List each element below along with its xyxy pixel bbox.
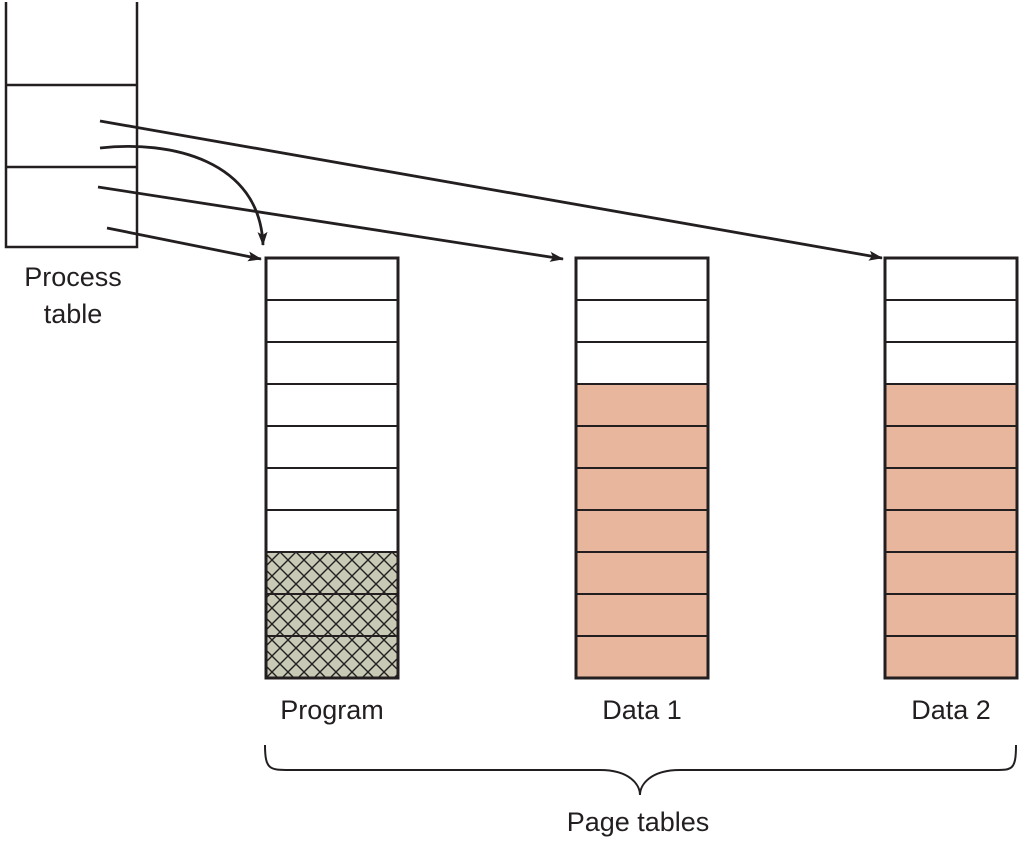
page-table-entry-empty xyxy=(265,509,399,553)
page-tables-label: Page tables xyxy=(567,807,710,837)
page-table-entry-mapped xyxy=(575,467,709,511)
page-table-entry-empty xyxy=(575,341,709,385)
page-table-entry-mapped xyxy=(884,425,1018,469)
pointer-arrow-data2 xyxy=(99,119,883,261)
page-table-entry-empty xyxy=(265,383,399,427)
page-tables-group: Program Data 1 Data 2 xyxy=(264,256,1019,725)
page-table-entry-mapped xyxy=(265,593,399,637)
page-table-label-data-2: Data 2 xyxy=(911,695,991,725)
page-table-entry-mapped xyxy=(884,551,1018,595)
page-table-entry-mapped xyxy=(575,551,709,595)
page-tables-brace xyxy=(264,744,1017,796)
pointer-arrow-program xyxy=(106,226,262,262)
page-table-entry-empty xyxy=(265,467,399,511)
process-table xyxy=(4,2,139,249)
page-table-label-program: Program xyxy=(280,695,384,725)
page-table-entry-mapped xyxy=(265,635,399,679)
page-table-entry-empty xyxy=(265,299,399,343)
process-table-label-line2: table xyxy=(44,299,103,329)
page-table-outline xyxy=(264,256,400,680)
page-table-entry-mapped xyxy=(884,383,1018,427)
page-table-entry-empty xyxy=(575,257,709,301)
page-table-outline xyxy=(574,256,710,680)
page-table-entry-mapped xyxy=(575,509,709,553)
page-table-outline xyxy=(883,256,1019,680)
page-table-entry-mapped xyxy=(884,635,1018,679)
page-table-entry-mapped xyxy=(575,593,709,637)
process-table-label-line1: Process xyxy=(24,262,122,292)
page-table-entry-mapped xyxy=(575,635,709,679)
page-table-entry-empty xyxy=(265,257,399,301)
page-table-entry-mapped xyxy=(575,425,709,469)
page-table-data-1: Data 1 xyxy=(574,256,710,725)
page-table-program: Program xyxy=(264,256,400,725)
pointer-arrow-program-curved xyxy=(99,144,268,246)
page-table-entry-empty xyxy=(265,341,399,385)
page-table-entry-mapped xyxy=(575,383,709,427)
page-table-entry-empty xyxy=(884,257,1018,301)
page-table-entry-empty xyxy=(884,341,1018,385)
page-table-data-2: Data 2 xyxy=(883,256,1019,725)
page-table-entry-mapped xyxy=(884,509,1018,553)
pointer-arrow-data1 xyxy=(97,185,564,262)
page-table-entry-mapped xyxy=(884,593,1018,637)
page-table-entry-empty xyxy=(575,299,709,343)
page-table-entry-empty xyxy=(265,425,399,469)
page-table-entry-empty xyxy=(884,299,1018,343)
page-table-entry-mapped xyxy=(884,467,1018,511)
page-table-entry-mapped xyxy=(265,551,399,595)
page-table-label-data-1: Data 1 xyxy=(602,695,682,725)
pointer-arrows xyxy=(97,119,883,262)
